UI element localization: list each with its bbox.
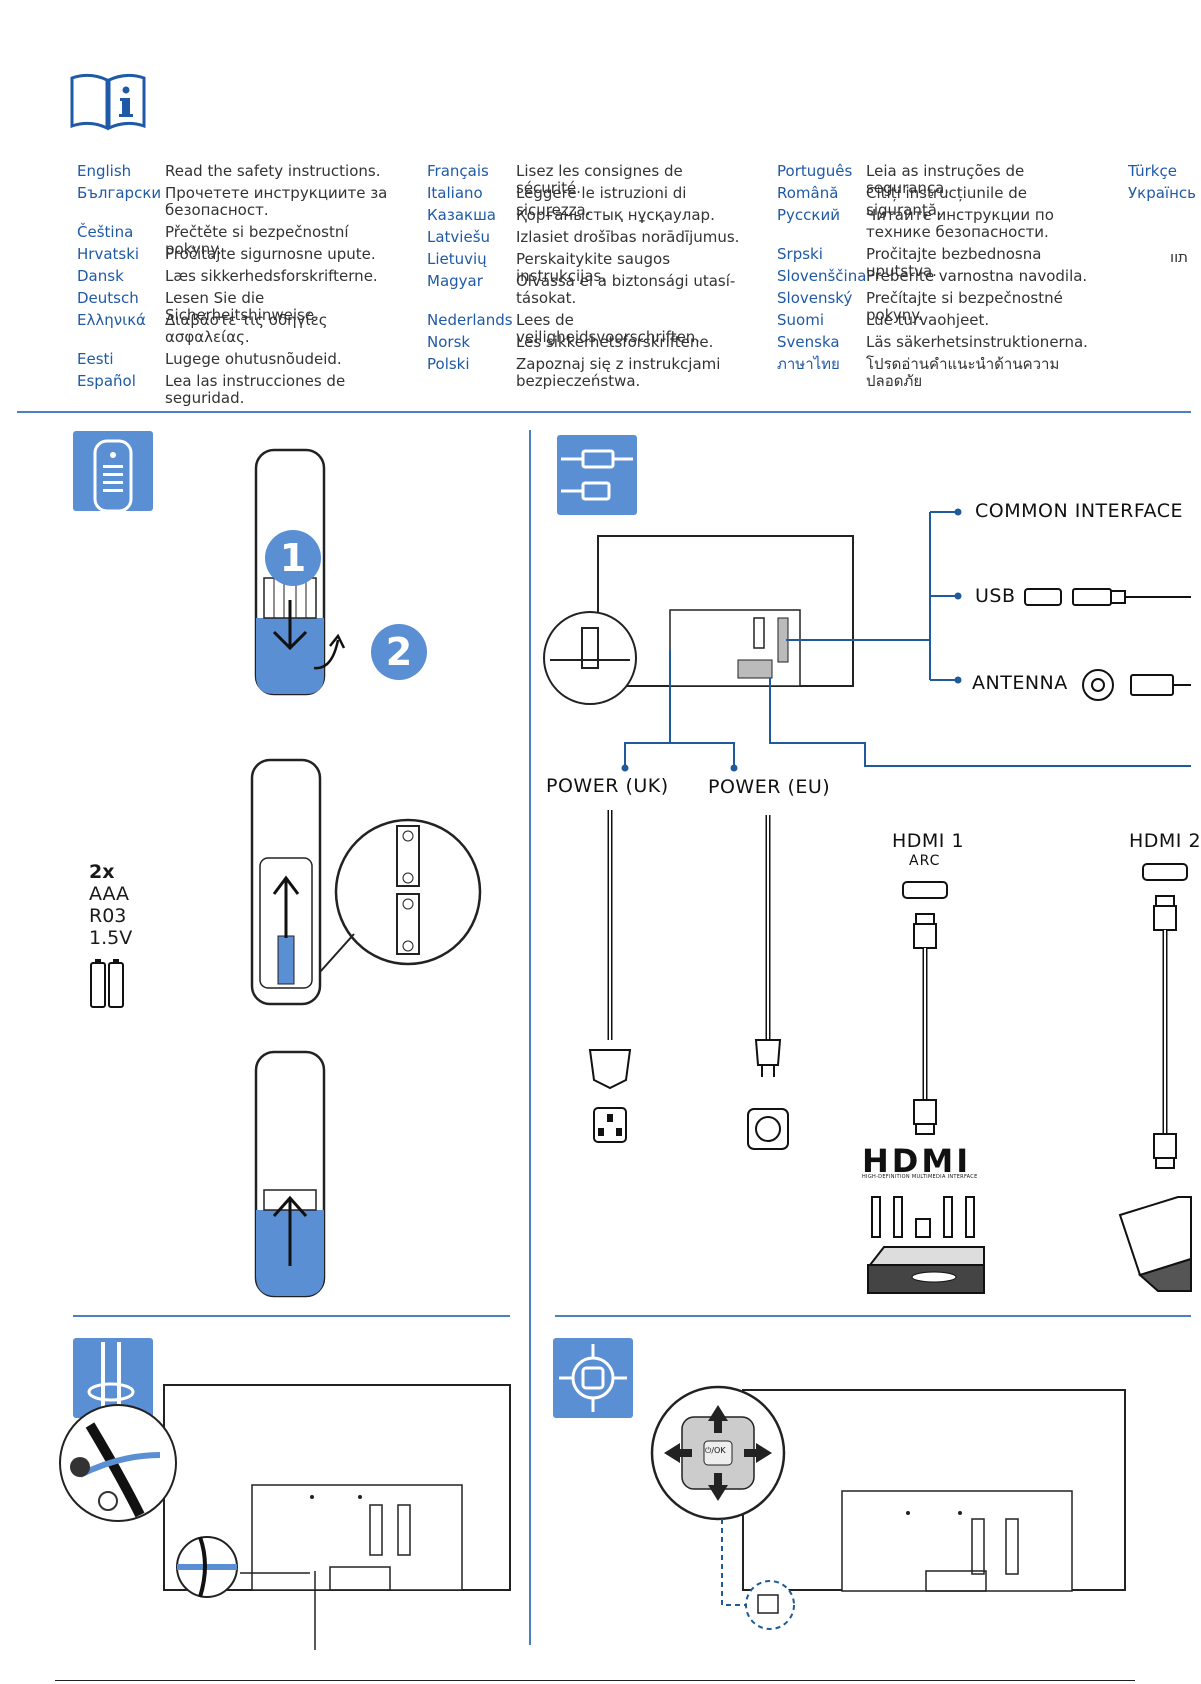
header-divider [17, 411, 1191, 413]
language-name: Lietuvių [427, 250, 487, 268]
language-instruction: Lugege ohutusnõudeid. [165, 350, 342, 368]
language-name: ภาษาไทย [777, 355, 840, 373]
language-instruction: Prečítajte si bezpečnostné pokyny. [866, 289, 1063, 324]
cables-icon [557, 435, 637, 515]
language-name: Čeština [77, 223, 134, 241]
language-name: Nederlands [427, 311, 513, 329]
antenna-label: ANTENNA [972, 672, 1068, 694]
language-instruction: Read the safety instructions. [165, 162, 381, 180]
language-instruction: Lisez les consignes de sécurité. [516, 162, 683, 197]
language-name: Казакша [427, 206, 496, 224]
language-name: Suomi [777, 311, 824, 329]
tv-back-diagram [543, 508, 1191, 772]
language-name: Português [777, 162, 853, 180]
usb-cable-icon [1024, 588, 1191, 606]
hdmi2-cable [1142, 863, 1188, 1169]
hdmi-tagline: HIGH-DEFINITION MULTIMEDIA INTERFACE [862, 1174, 978, 1180]
common-interface-label: COMMON INTERFACE [975, 500, 1183, 522]
language-name: Svenska [777, 333, 840, 351]
language-name: Ελληνικά [77, 311, 146, 329]
home-theater-illustration [867, 1196, 985, 1294]
language-instruction: Přečtěte si bezpečnostní pokyny. [165, 223, 349, 258]
hdmi1-cable [902, 881, 948, 1135]
joystick-control-icon [553, 1338, 633, 1418]
uk-power-cable [588, 810, 632, 1143]
language-name: Polski [427, 355, 470, 373]
language-name: Română [777, 184, 839, 202]
language-instruction: Læs sikkerhedsforskrifterne. [165, 267, 378, 285]
lift-arrow-icon [313, 633, 346, 670]
language-name: Español [77, 372, 136, 390]
language-name: Français [427, 162, 489, 180]
remote-close-illustration [254, 1050, 326, 1298]
step-1-badge: 1 [265, 530, 321, 586]
step-2-badge: 2 [371, 624, 427, 680]
language-instruction: Olvassa el a biztonsági utasí- tásokat. [516, 272, 736, 307]
battery-voltage: 1.5V [89, 927, 133, 949]
power-uk-label: POWER (UK) [546, 775, 669, 797]
joystick-tv-diagram [650, 1385, 1126, 1630]
hdmi2-label: HDMI 2 [1129, 830, 1201, 852]
language-instruction: Leia as instruções de segurança. [866, 162, 1025, 197]
footer-rule [55, 1680, 1135, 1681]
eu-power-cable [747, 815, 789, 1150]
language-name: Hrvatski [77, 245, 140, 263]
power-eu-label: POWER (EU) [708, 776, 831, 798]
language-name: Srpski [777, 245, 823, 263]
language-instruction: Perskaitykite saugos instrukcijas. [516, 250, 671, 285]
language-name: Türkçe [1128, 162, 1177, 180]
language-instruction: Izlasiet drošības norādījumus. [516, 228, 740, 246]
language-instruction: Lees de veiligheidsvoorschriften. [516, 311, 701, 346]
language-name: Dansk [77, 267, 124, 285]
language-name: Eesti [77, 350, 114, 368]
language-instruction: Читайте инструкции по технике безопаснос… [866, 206, 1054, 241]
language-instruction: Прочетете инструкциите за безопасност. [165, 184, 388, 219]
remote-battery-illustration [250, 758, 482, 1006]
language-name: Magyar [427, 272, 483, 290]
language-instruction: Pročitajte sigurnosne upute. [165, 245, 376, 263]
read-manual-icon [70, 73, 146, 131]
language-name: Slovenský [777, 289, 853, 307]
language-instruction: Pročitajte bezbednosna uputstva. [866, 245, 1042, 280]
hdmi1-arc-label: ARC [909, 853, 941, 869]
battery-type: AAA [89, 883, 130, 905]
usb-label: USB [975, 585, 1016, 607]
joystick-button-label: ⏻/OK [705, 1446, 726, 1455]
laptop-illustration [1118, 1196, 1192, 1292]
language-instruction: Les sikkerhetsforskriftene. [516, 333, 714, 351]
language-name: Latviešu [427, 228, 491, 246]
remote-icon [73, 431, 153, 513]
language-name: Русский [777, 206, 840, 224]
center-divider [529, 430, 531, 1645]
cable-management-diagram [59, 1384, 511, 1650]
language-name: Български [77, 184, 162, 202]
left-divider [73, 1315, 510, 1317]
language-name: Norsk [427, 333, 471, 351]
language-instruction: Διαβάστε τις οδηγίες ασφαλείας. [165, 311, 328, 346]
language-name: Deutsch [77, 289, 139, 307]
hdmi1-label: HDMI 1 [892, 830, 965, 852]
antenna-cable-icon [1082, 669, 1191, 701]
right-divider [555, 1315, 1191, 1317]
language-name: Slovenščina [777, 267, 867, 285]
language-instruction: Lue turvaohjeet. [866, 311, 990, 329]
language-instruction: Қорғаныстық нұсқаулар. [516, 206, 715, 224]
language-name: English [77, 162, 132, 180]
language-instruction: Läs säkerhetsinstruktionerna. [866, 333, 1088, 351]
hdmi-logo: HDMI [862, 1142, 972, 1180]
language-instruction: โปรดอ่านคำแนะนำด้านความปลอดภัย [866, 355, 1060, 390]
language-name: Italiano [427, 184, 483, 202]
battery-code: R03 [89, 905, 127, 927]
language-instruction: Preberite varnostna navodila. [866, 267, 1088, 285]
battery-count: 2x [89, 861, 115, 883]
language-instruction: Leggere le istruzioni di sicurezza. [516, 184, 687, 219]
language-instruction: Lesen Sie die Sicherheitshinweise. [165, 289, 319, 324]
language-instruction: Lea las instrucciones de seguridad. [165, 372, 346, 407]
rtl-fragment: תוו [1170, 248, 1189, 266]
language-name: Українсь [1128, 184, 1196, 202]
aaa-batteries-icon [90, 959, 124, 1008]
language-instruction: Citiți instrucțiunile de siguranță. [866, 184, 1027, 219]
language-instruction: Zapoznaj się z instrukcjami bezpieczeńst… [516, 355, 721, 390]
